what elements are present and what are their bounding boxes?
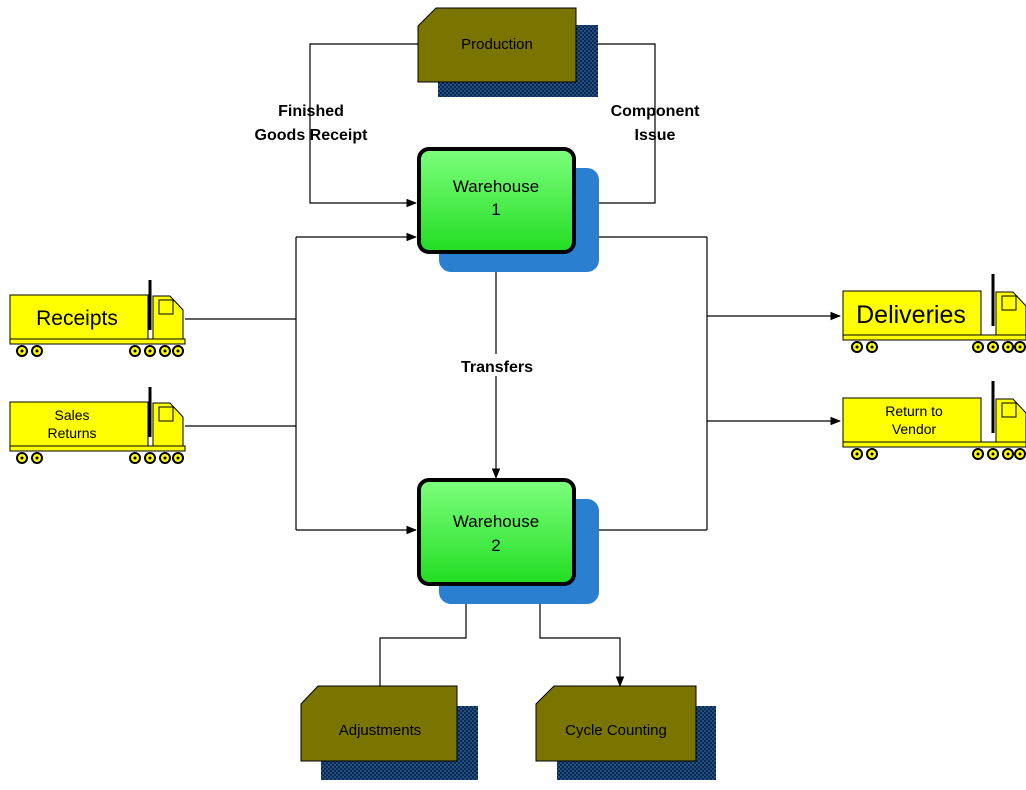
edge-component-issue xyxy=(574,39,656,204)
sales-returns-trailer xyxy=(9,401,149,447)
adjustments-label: Adjustments xyxy=(339,722,422,739)
cycle-counting-shape xyxy=(535,685,697,762)
warehouse2-label-line1: Warehouse xyxy=(453,512,539,531)
receipts-label: Receipts xyxy=(36,307,118,330)
warehouse2-label-line2: 2 xyxy=(491,536,500,555)
finished-goods-receipt-label-line2: Goods Receipt xyxy=(255,127,369,144)
cycle-counting-label: Cycle Counting xyxy=(565,722,667,739)
component-issue-label-line1: Component xyxy=(611,103,701,120)
adjustments-shape xyxy=(300,685,458,762)
warehouse1-label-line1: Warehouse xyxy=(453,177,539,196)
sales-returns-label-line1: Sales xyxy=(54,407,89,423)
receipts-truck[interactable]: Receipts xyxy=(9,280,186,357)
deliveries-label: Deliveries xyxy=(856,301,966,329)
return-to-vendor-label-line1: Return to xyxy=(885,403,943,419)
production-node[interactable]: Production xyxy=(417,7,598,97)
warehouse1-node[interactable]: Warehouse 1 xyxy=(417,147,599,272)
warehouse1-box xyxy=(417,147,576,254)
edge-labels: Finished Goods Receipt Component Issue T… xyxy=(255,103,701,376)
return-to-vendor-truck[interactable]: Return to Vendor xyxy=(842,381,1026,460)
transfers-label: Transfers xyxy=(461,359,533,376)
warehouse2-node[interactable]: Warehouse 2 xyxy=(417,478,599,604)
component-issue-label-line2: Issue xyxy=(635,127,676,144)
edge-finished-goods-receipt xyxy=(309,43,418,208)
warehouse1-label-line2: 1 xyxy=(491,200,500,219)
edge-cycle-counting xyxy=(535,583,625,688)
return-to-vendor-trailer xyxy=(842,397,982,443)
cycle-counting-node[interactable]: Cycle Counting xyxy=(535,685,716,780)
deliveries-truck[interactable]: Deliveries xyxy=(842,274,1026,353)
warehouse2-box xyxy=(417,478,576,586)
sales-returns-truck[interactable]: Sales Returns xyxy=(9,387,186,464)
sales-returns-label-line2: Returns xyxy=(47,425,96,441)
adjustments-node[interactable]: Adjustments xyxy=(300,685,478,780)
production-shape xyxy=(417,7,577,83)
deliveries-trailer xyxy=(842,290,982,336)
return-to-vendor-label-line2: Vendor xyxy=(892,421,937,437)
finished-goods-receipt-label-line1: Finished xyxy=(278,103,344,120)
edge-adjustments xyxy=(379,583,471,686)
production-label: Production xyxy=(461,36,533,53)
